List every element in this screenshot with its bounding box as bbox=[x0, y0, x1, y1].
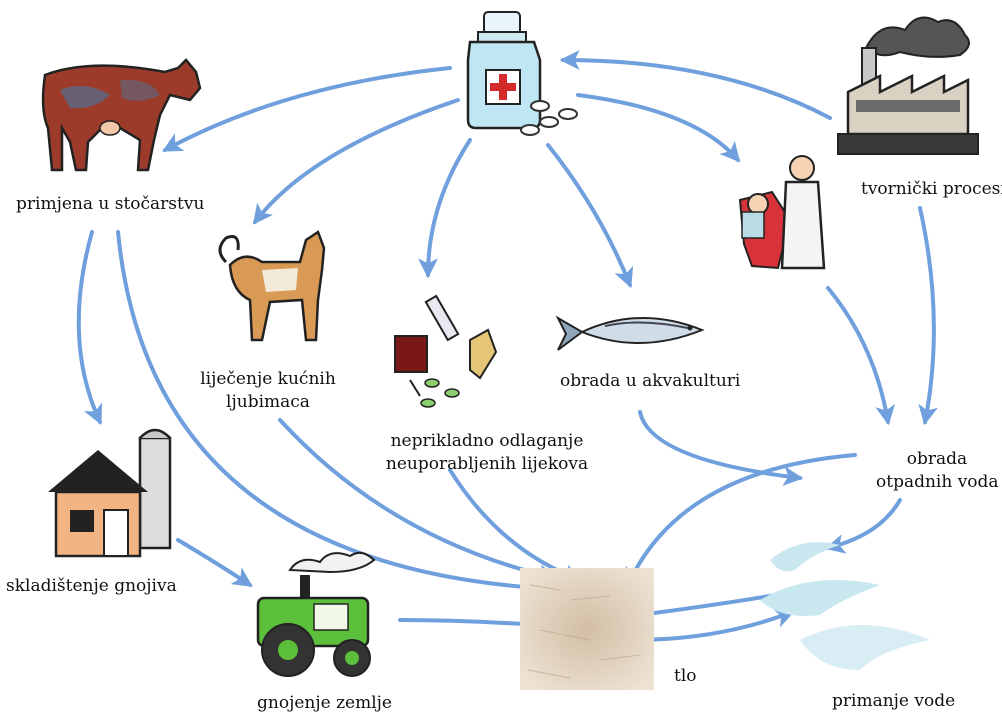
label-wastewater-line1: obrada bbox=[906, 449, 968, 469]
arrow-dentist-wastewater bbox=[826, 286, 896, 426]
arrow-livestock-soil bbox=[116, 230, 542, 597]
label-pets-line1: liječenje kućnih bbox=[200, 369, 336, 389]
label-pets: liječenje kućnih ljubimaca bbox=[200, 368, 336, 414]
arrow-medicine-pets bbox=[252, 98, 460, 225]
label-fertilizing: gnojenje zemlje bbox=[257, 693, 392, 713]
label-aquaculture: obrada u akvakulturi bbox=[560, 371, 741, 391]
arrow-barn-tractor bbox=[176, 538, 253, 587]
label-disposal-line2: neuporabljenih lijekova bbox=[385, 454, 589, 474]
label-pets-line2: ljubimaca bbox=[226, 392, 310, 412]
arrow-medicine-disposal bbox=[418, 138, 472, 279]
arrow-medicine-aquaculture bbox=[546, 143, 634, 289]
arrow-wastewater-soil bbox=[625, 453, 857, 589]
arrow-pets-soil bbox=[278, 418, 559, 584]
arrow-factory-wastewater bbox=[918, 206, 939, 426]
arrow-factory-medicine bbox=[559, 50, 832, 120]
label-water: primanje vode bbox=[832, 691, 956, 711]
label-disposal: neprikladno odlaganje neuporabljenih lij… bbox=[375, 430, 599, 476]
label-factory: tvornički procesi bbox=[861, 179, 1002, 199]
arrow-medicine-livestock bbox=[162, 66, 452, 152]
label-livestock: primjena u stočarstvu bbox=[16, 194, 205, 214]
label-manure-storage: skladištenje gnojiva bbox=[6, 576, 177, 596]
label-wastewater-line2: otpadnih voda bbox=[876, 472, 999, 492]
label-soil: tlo bbox=[674, 666, 697, 686]
arrow-medicine-dentist bbox=[576, 93, 741, 163]
label-disposal-line1: neprikladno odlaganje bbox=[390, 431, 584, 451]
label-wastewater: obrada otpadnih voda bbox=[876, 448, 999, 494]
arrow-livestock-barn bbox=[76, 230, 103, 426]
